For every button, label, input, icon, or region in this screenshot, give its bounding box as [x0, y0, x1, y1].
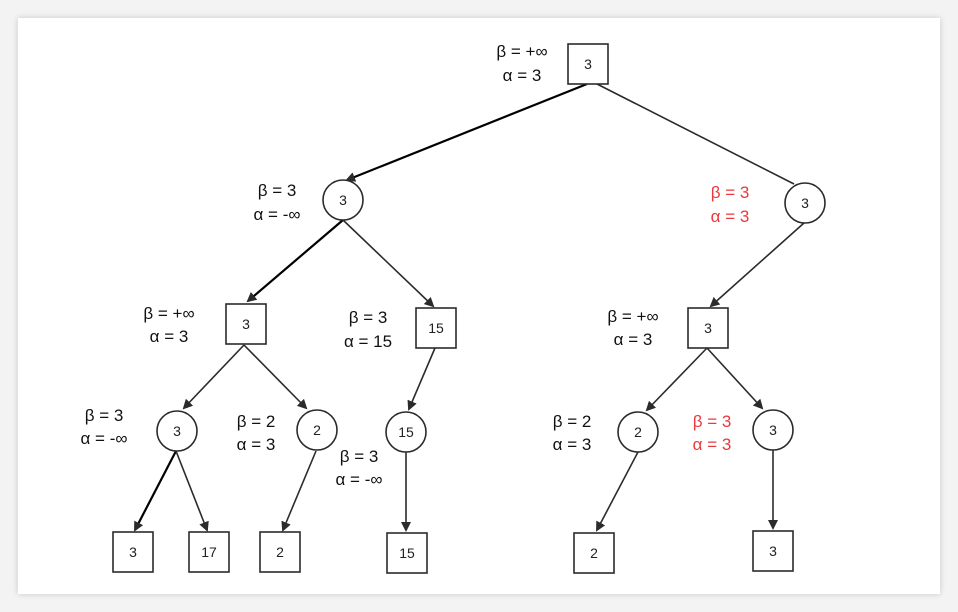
- edge-maxll-minllr: [243, 344, 308, 410]
- min-left-node: 3: [322, 179, 364, 221]
- edge-minlll-leaf2: [175, 450, 209, 532]
- leaf-value: 17: [201, 544, 217, 560]
- edge-minright-maxr: [709, 222, 805, 308]
- leaf-node-4: 15: [386, 532, 428, 574]
- edge-maxll-minlll: [182, 344, 245, 410]
- max-ll-node: 3: [225, 303, 267, 345]
- edge-root-min-right: [596, 83, 795, 185]
- min-lrl-alpha-label: α = -∞: [336, 470, 383, 489]
- leaf-node-5: 2: [573, 532, 615, 574]
- min-rl-beta-label: β = 2: [553, 412, 592, 431]
- leaf-node-6: 3: [752, 530, 794, 572]
- leaf-value: 3: [129, 544, 137, 560]
- min-lll-alpha-label: α = -∞: [81, 429, 128, 448]
- node-value: 15: [428, 320, 444, 336]
- edge-minleft-maxlr: [342, 219, 435, 308]
- leaf-value: 2: [276, 544, 284, 560]
- min-lrl-beta-label: β = 3: [340, 447, 379, 466]
- node-value: 2: [313, 422, 321, 438]
- min-llr-alpha-label: α = 3: [237, 435, 276, 454]
- min-rr-beta-label: β = 3: [693, 412, 732, 431]
- node-value: 15: [398, 424, 414, 440]
- min-llr-beta-label: β = 2: [237, 412, 276, 431]
- edge-maxr-minrr: [706, 347, 764, 410]
- node-value: 3: [704, 320, 712, 336]
- min-lll-node: 3: [156, 410, 198, 452]
- root-alpha-label: α = 3: [503, 66, 542, 85]
- edge-maxlr-minlrl: [407, 347, 436, 411]
- min-rl-node: 2: [617, 411, 659, 453]
- node-value: 3: [801, 195, 809, 211]
- min-right-alpha-label: α = 3: [711, 207, 750, 226]
- min-left-alpha-label: α = -∞: [254, 205, 301, 224]
- node-value: 3: [769, 422, 777, 438]
- max-ll-alpha-label: α = 3: [150, 327, 189, 346]
- min-right-node: 3: [784, 182, 826, 224]
- leaf-value: 15: [399, 545, 415, 561]
- edge-minllr-leaf3: [281, 450, 317, 532]
- edge-maxr-minrl: [645, 347, 708, 412]
- leaf-node-2: 17: [188, 531, 230, 573]
- root-max-node: 3: [567, 43, 609, 85]
- max-r-alpha-label: α = 3: [614, 330, 653, 349]
- min-right-beta-label: β = 3: [711, 183, 750, 202]
- leaf-node-3: 2: [259, 531, 301, 573]
- edges: [134, 82, 805, 532]
- max-r-beta-label: β = +∞: [607, 307, 658, 326]
- min-rl-alpha-label: α = 3: [553, 435, 592, 454]
- edge-root-min-left: [345, 82, 588, 182]
- leaf-node-1: 3: [112, 531, 154, 573]
- node-value: 3: [339, 192, 347, 208]
- min-rr-node: 3: [752, 409, 794, 451]
- min-lrl-node: 15: [385, 411, 427, 453]
- min-llr-node: 2: [296, 409, 338, 451]
- diagram-canvas: [18, 18, 940, 594]
- min-lll-beta-label: β = 3: [85, 406, 124, 425]
- node-value: 3: [584, 56, 592, 72]
- max-lr-node: 15: [415, 307, 457, 349]
- node-value: 2: [634, 424, 642, 440]
- leaf-value: 3: [769, 543, 777, 559]
- max-r-node: 3: [687, 307, 729, 349]
- min-rr-alpha-label: α = 3: [693, 435, 732, 454]
- root-beta-label: β = +∞: [496, 42, 547, 61]
- edge-minlll-leaf1: [134, 450, 177, 532]
- node-value: 3: [173, 423, 181, 439]
- max-lr-beta-label: β = 3: [349, 308, 388, 327]
- node-value: 3: [242, 316, 250, 332]
- max-lr-alpha-label: α = 15: [344, 332, 392, 351]
- min-left-beta-label: β = 3: [258, 181, 297, 200]
- max-ll-beta-label: β = +∞: [143, 304, 194, 323]
- leaf-value: 2: [590, 545, 598, 561]
- edge-minrl-leaf5: [596, 451, 639, 532]
- edge-minleft-maxll: [246, 219, 344, 303]
